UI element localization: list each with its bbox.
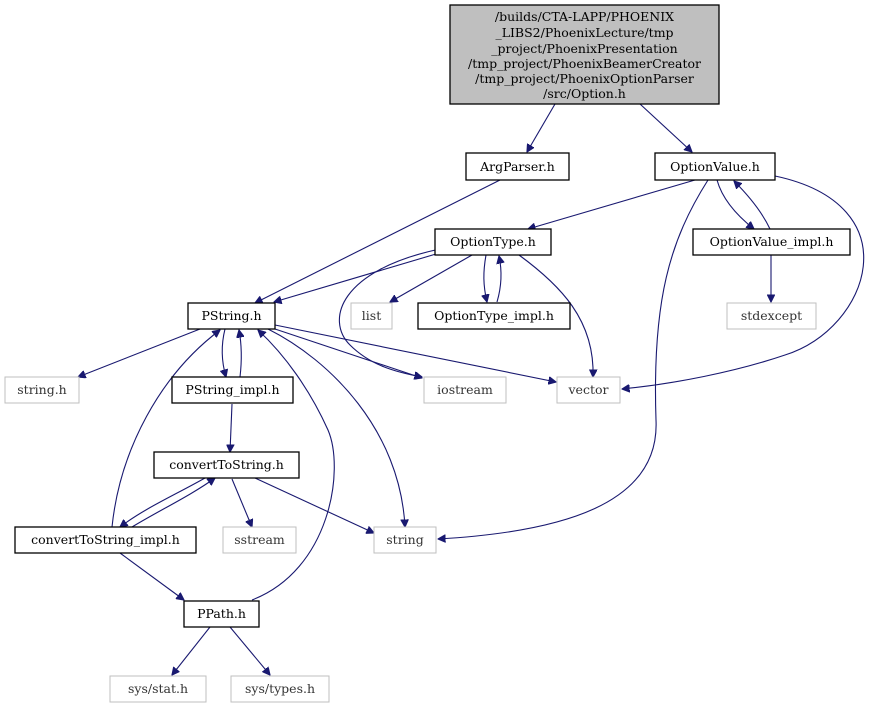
edge-pstring-impl-to-pstring <box>239 330 241 378</box>
node-label: ArgParser.h <box>479 159 555 174</box>
edge-optionvalue-impl-to-optionvalue <box>734 181 771 230</box>
node-label: PString_impl.h <box>185 382 279 397</box>
node-argparser-h[interactable]: ArgParser.h <box>465 152 570 181</box>
node-optiontype-h[interactable]: OptionType.h <box>434 228 552 256</box>
node-converttostring-impl-h[interactable]: convertToString_impl.h <box>14 526 197 554</box>
node-label: convertToString_impl.h <box>31 532 180 547</box>
root-node-line: _project/PhoenixPresentation <box>491 41 677 56</box>
edge-optiontype-to-list <box>390 254 473 302</box>
edge-option-to-optionvalue <box>639 103 692 152</box>
node-label: list <box>362 308 381 323</box>
node-label: sys/types.h <box>245 681 315 696</box>
node-stdexcept[interactable]: stdexcept <box>726 302 817 330</box>
node-label: string.h <box>17 382 67 397</box>
edge-pstring-impl-to-converttostring <box>230 403 232 452</box>
edge-pstring-to-string <box>267 328 405 527</box>
node-optionvalue-h[interactable]: OptionValue.h <box>654 152 776 181</box>
edge-optiontype-to-pstring <box>274 253 437 302</box>
edge-optiontype-to-vector <box>518 254 593 377</box>
edge-optionvalue-to-vector <box>622 175 865 389</box>
node-sstream[interactable]: sstream <box>222 526 297 554</box>
node-ppath-h[interactable]: PPath.h <box>183 600 260 628</box>
edge-optionvalue-to-string <box>438 179 709 539</box>
root-node-line: /src/Option.h <box>543 86 626 101</box>
root-node-line: _LIBS2/PhoenixLecture/tmp <box>495 25 673 40</box>
edge-ppath-to-sys-stat <box>172 626 211 675</box>
node-label: vector <box>568 382 609 397</box>
edge-optiontype-to-optiontype-impl <box>484 254 487 302</box>
node-label: OptionValue_impl.h <box>710 234 834 249</box>
node-label: string <box>386 532 423 547</box>
edge-converttostring-to-string <box>254 477 374 533</box>
edge-optionvalue-to-optionvalue-impl <box>716 179 754 229</box>
edge-converttostring-impl-to-pstring <box>111 330 220 528</box>
edge-ppath-to-pstring <box>251 330 335 601</box>
node-label: PString.h <box>201 308 261 323</box>
node-list[interactable]: list <box>350 302 393 330</box>
edge-ppath-to-sys-types <box>229 626 270 675</box>
edge-option-to-argparser <box>527 103 556 152</box>
node-sys-types-h[interactable]: sys/types.h <box>230 675 330 703</box>
node-label: PPath.h <box>197 606 246 621</box>
root-node-line: /tmp_project/PhoenixBeamerCreator <box>468 56 701 71</box>
node-label: iostream <box>437 382 493 397</box>
edge-converttostring-impl-to-ppath <box>119 552 184 600</box>
node-label: sstream <box>234 532 285 547</box>
node-label: convertToString.h <box>169 457 284 472</box>
root-node-line: /builds/CTA-LAPP/PHOENIX <box>495 9 674 24</box>
node-iostream[interactable]: iostream <box>423 376 507 404</box>
edge-optiontype-impl-to-optiontype <box>497 256 501 303</box>
edge-pstring-to-string-h <box>78 328 201 377</box>
node-optiontype-impl-h[interactable]: OptionType_impl.h <box>417 302 571 330</box>
edge-pstring-to-iostream <box>274 328 422 378</box>
node-sys-stat-h[interactable]: sys/stat.h <box>109 675 207 703</box>
edge-converttostring-to-sstream <box>231 478 252 527</box>
node-label: OptionType_impl.h <box>434 308 554 323</box>
node-string[interactable]: string <box>373 526 437 554</box>
root-node-option-h[interactable]: /builds/CTA-LAPP/PHOENIX _LIBS2/PhoenixL… <box>449 4 720 105</box>
edges <box>78 103 865 675</box>
edge-converttostring-to-converttostring-impl <box>120 477 206 527</box>
edge-optionvalue-to-optiontype <box>528 179 696 229</box>
edge-pstring-to-pstring-impl <box>222 328 226 377</box>
edge-pstring-to-vector <box>274 324 556 382</box>
node-pstring-h[interactable]: PString.h <box>187 302 276 330</box>
edge-argparser-to-pstring <box>255 179 501 303</box>
node-label: OptionValue.h <box>670 159 760 174</box>
node-pstring-impl-h[interactable]: PString_impl.h <box>171 376 294 404</box>
node-optionvalue-impl-h[interactable]: OptionValue_impl.h <box>692 228 851 256</box>
root-node-line: /tmp_project/PhoenixOptionParser <box>475 71 694 86</box>
node-label: sys/stat.h <box>128 681 188 696</box>
node-string-h[interactable]: string.h <box>4 376 80 404</box>
node-label: stdexcept <box>741 308 802 323</box>
node-converttostring-h[interactable]: convertToString.h <box>153 451 300 479</box>
node-vector[interactable]: vector <box>556 376 621 404</box>
edge-converttostring-impl-to-converttostring <box>131 478 215 528</box>
node-label: OptionType.h <box>450 234 536 249</box>
